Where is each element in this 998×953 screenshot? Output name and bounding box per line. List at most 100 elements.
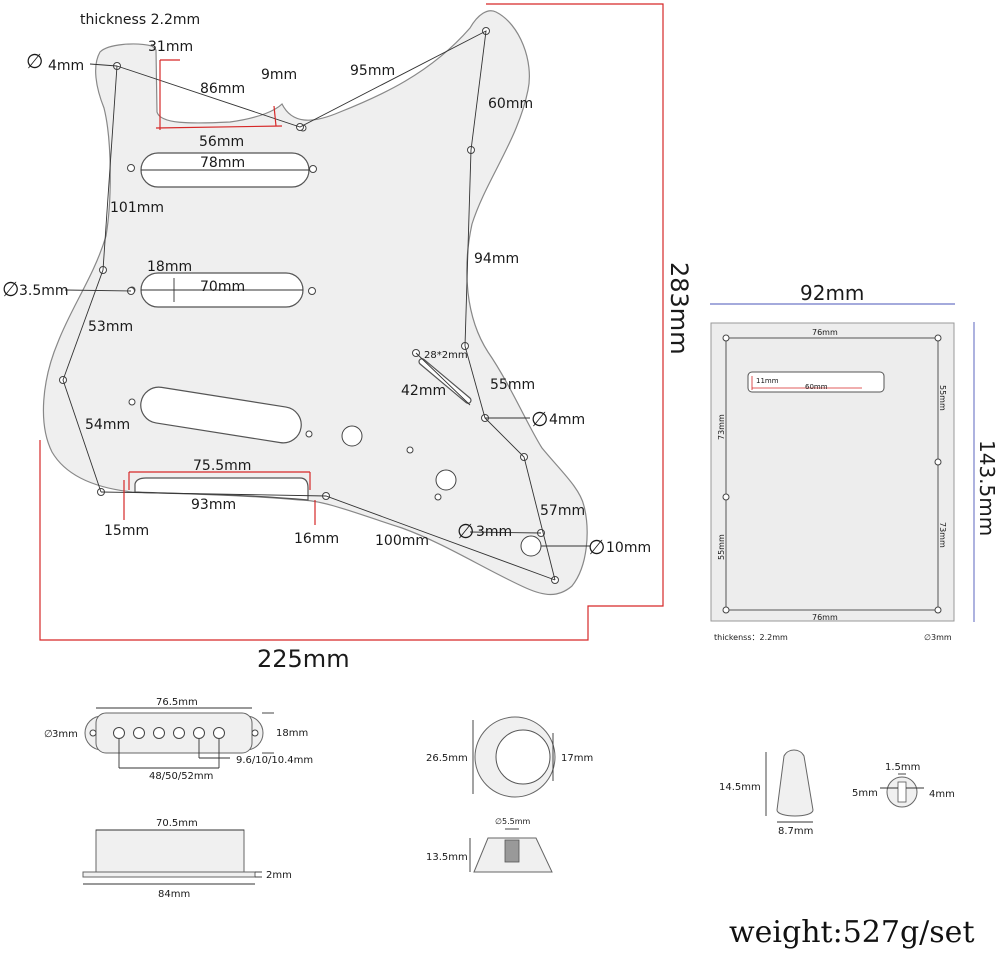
switch-tip-right-dim: 4mm <box>929 789 955 800</box>
switch-tip-left-dim: 5mm <box>852 788 878 799</box>
dim-225: 225mm <box>257 645 350 673</box>
svg-text:3.5mm: 3.5mm <box>19 283 69 299</box>
dim-75-5: 75.5mm <box>193 458 251 474</box>
dim-70: 70mm <box>200 279 245 295</box>
dim-283: 283mm <box>665 262 693 355</box>
screw-holes <box>59 27 559 584</box>
svg-text:3mm: 3mm <box>52 729 78 740</box>
knob-inner <box>495 729 551 785</box>
dim-28x2: 28*2mm <box>424 350 468 361</box>
dim-d3: ∅ 3mm <box>457 519 512 543</box>
svg-text:∅: ∅ <box>2 277 19 301</box>
dim-9: 9mm <box>261 67 297 83</box>
knob-shaft-dim: ∅ 5.5mm <box>495 817 531 826</box>
switch-tip-width: 8.7mm <box>778 826 813 837</box>
pickup-side-thick: 2mm <box>266 870 292 881</box>
backplate-right-bottom: 73mm <box>938 522 947 548</box>
pot-hole-3 <box>520 535 542 557</box>
backplate-slot-h: 11mm <box>756 377 779 385</box>
dim-101: 101mm <box>110 200 164 216</box>
small-hole-4 <box>128 398 136 406</box>
pickup-pole: 9.6/10/10.4mm <box>236 755 313 766</box>
screw-lines <box>62 30 590 581</box>
dim-d3-5: ∅ 3.5mm <box>2 277 69 301</box>
svg-text:∅: ∅ <box>531 407 548 431</box>
svg-text:∅: ∅ <box>495 817 502 826</box>
pickup-side-cover <box>95 829 245 873</box>
svg-text:∅: ∅ <box>457 519 474 543</box>
pickup-side-top: 70.5mm <box>156 818 198 829</box>
pickup-mount-hole: ∅ 3mm <box>44 729 78 740</box>
pickup-height: 18mm <box>276 728 308 739</box>
pickup-top-view: 76.5mm ∅ 3mm 18mm 48/50/52mm 9.6/10/10.4… <box>44 697 313 782</box>
dim-16: 16mm <box>294 531 339 547</box>
dim-100: 100mm <box>375 533 429 549</box>
pot-hole-1 <box>341 425 363 447</box>
knob-outer-dim: 26.5mm <box>426 753 468 764</box>
dim-54: 54mm <box>85 417 130 433</box>
svg-text:5.5mm: 5.5mm <box>502 817 531 826</box>
knob-shaft <box>504 839 520 863</box>
switch-tip-height: 14.5mm <box>719 782 761 793</box>
dim-78: 78mm <box>200 155 245 171</box>
backplate-left-bottom: 55mm <box>717 534 726 560</box>
switch-tip-slot-dim: 1.5mm <box>885 762 920 773</box>
pickup-spacing: 48/50/52mm <box>149 771 213 782</box>
dim-93: 93mm <box>191 497 236 513</box>
bridge-pickup-cutout <box>140 386 302 444</box>
backplate-width: 92mm <box>800 281 864 305</box>
dim-95: 95mm <box>350 63 395 79</box>
backplate-thickness: thickenss：2.2mm <box>714 633 788 642</box>
dim-94: 94mm <box>474 251 519 267</box>
dim-42: 42mm <box>401 383 446 399</box>
svg-text:3mm: 3mm <box>476 524 512 540</box>
svg-text:4mm: 4mm <box>549 412 585 428</box>
backplate-screw-holes <box>722 334 942 614</box>
dim-53: 53mm <box>88 319 133 335</box>
dim-18: 18mm <box>147 259 192 275</box>
dim-55: 55mm <box>490 377 535 393</box>
dim-15: 15mm <box>104 523 149 539</box>
dim-d10: ∅ 10mm <box>588 535 651 559</box>
svg-text:∅: ∅ <box>44 729 53 740</box>
dim-86: 86mm <box>200 81 245 97</box>
knob-height-dim: 13.5mm <box>426 852 468 863</box>
switch-tip: 14.5mm 8.7mm 1.5mm 5mm 4mm <box>719 749 955 837</box>
backplate-slot-w: 60mm <box>805 383 828 391</box>
dim-31: 31mm <box>148 39 193 55</box>
pickguard: thickness 2.2mm ∅ 4mm 31mm 86mm 9mm 95mm… <box>2 3 693 673</box>
dim-d4-top: ∅ 4mm <box>26 49 84 74</box>
pot-hole-2 <box>435 469 457 491</box>
small-hole-2 <box>406 446 414 454</box>
svg-text:∅: ∅ <box>26 49 43 73</box>
svg-text:4mm: 4mm <box>48 58 84 74</box>
small-hole-3 <box>434 493 442 501</box>
thickness-label: thickness 2.2mm <box>80 12 200 28</box>
knob-inner-dim: 17mm <box>561 753 593 764</box>
backplate: 92mm 143.5mm 76mm 76mm 11mm 60mm 73mm 55… <box>710 281 998 642</box>
backplate-bottom: 76mm <box>812 613 838 622</box>
switch-tip-slot <box>897 781 907 803</box>
pickup-pole-holes <box>113 727 225 739</box>
pickup-width: 76.5mm <box>156 697 198 708</box>
backplate-hole: ∅ 3mm <box>924 633 952 642</box>
weight-label: weight:527g/set <box>729 915 975 950</box>
svg-text:10mm: 10mm <box>606 540 651 556</box>
knob: 26.5mm 17mm ∅ 5.5mm 13.5mm <box>426 716 593 873</box>
small-hole-1 <box>305 430 313 438</box>
dim-60: 60mm <box>488 96 533 112</box>
pickup-side-base <box>82 871 256 878</box>
backplate-slot <box>747 371 885 393</box>
backplate-top: 76mm <box>812 328 838 337</box>
red-dim-marks <box>39 3 664 641</box>
dim-57: 57mm <box>540 503 585 519</box>
svg-text:∅: ∅ <box>588 535 605 559</box>
svg-text:∅: ∅ <box>924 633 931 642</box>
switch-tip-side <box>776 749 814 817</box>
backplate-left-top: 73mm <box>717 414 726 440</box>
dim-d4-mid: ∅ 4mm <box>531 407 585 431</box>
svg-text:3mm: 3mm <box>931 633 952 642</box>
backplate-height: 143.5mm <box>975 440 998 536</box>
dim-56: 56mm <box>199 134 244 150</box>
